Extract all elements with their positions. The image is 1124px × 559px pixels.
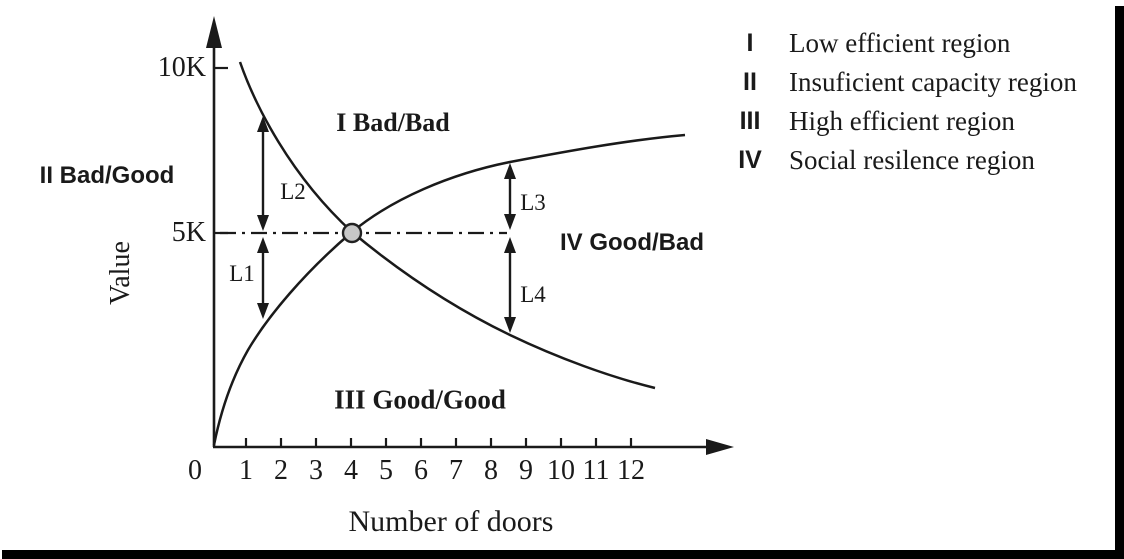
legend-numeral-IV: IV — [738, 146, 762, 174]
arrow-label-L2: L2 — [280, 179, 306, 204]
increasing-curve — [212, 133, 686, 446]
axis-ticks — [214, 66, 633, 447]
arrow-label-L1: L1 — [229, 261, 255, 286]
x-tick-1: 1 — [239, 455, 253, 486]
legend-text-IV: Social resilence region — [789, 145, 1035, 175]
x-tick-4: 4 — [344, 455, 358, 486]
region-label-II: II Bad/Good — [39, 162, 175, 189]
decreasing-curve — [238, 61, 656, 390]
legend: I Low efficient region II Insuficient ca… — [728, 24, 1077, 180]
frame-shadow-right — [1115, 6, 1124, 559]
x-tick-10: 10 — [547, 455, 575, 486]
arrow-L2 — [257, 116, 269, 231]
legend-item-IV: IV Social resilence region — [728, 141, 1077, 180]
legend-item-I: I Low efficient region — [728, 24, 1077, 63]
intersection-dot — [341, 222, 363, 244]
x-tick-5: 5 — [379, 455, 393, 486]
x-tick-3: 3 — [309, 455, 323, 486]
legend-text-III: High efficient region — [789, 106, 1015, 136]
y-axis-title: Value — [105, 241, 136, 305]
legend-numeral-II: II — [743, 68, 757, 96]
arrow-label-L3: L3 — [520, 190, 546, 215]
legend-text-I: Low efficient region — [789, 28, 1011, 58]
x-tick-12: 12 — [617, 455, 645, 486]
arrow-label-L4: L4 — [520, 282, 546, 307]
y-tick-5k: 5K — [171, 217, 206, 248]
x-axis-arrowhead-icon — [706, 439, 734, 455]
x-tick-8: 8 — [484, 455, 498, 486]
region-label-IV: IV Good/Bad — [560, 229, 704, 256]
region-label-I: I Bad/Bad — [336, 108, 450, 137]
x-tick-7: 7 — [449, 455, 463, 486]
x-tick-6: 6 — [414, 455, 428, 486]
legend-numeral-I: I — [746, 29, 754, 57]
legend-item-III: III High efficient region — [728, 102, 1077, 141]
x-tick-11: 11 — [582, 455, 610, 486]
legend-item-II: II Insuficient capacity region — [728, 63, 1077, 102]
legend-text-II: Insuficient capacity region — [789, 67, 1077, 97]
x-axis-title: Number of doors — [348, 505, 554, 538]
arrow-L3 — [504, 163, 516, 230]
legend-numeral-III: III — [739, 107, 761, 135]
x-tick-2: 2 — [274, 455, 288, 486]
arrow-L4 — [504, 237, 516, 333]
x-tick-0: 0 — [188, 455, 202, 486]
x-tick-9: 9 — [519, 455, 533, 486]
frame-shadow-bottom — [2, 550, 1124, 559]
region-label-III: III Good/Good — [334, 384, 506, 415]
arrow-L1 — [257, 237, 269, 319]
y-axis-arrowhead-icon — [206, 16, 222, 48]
y-tick-10k: 10K — [157, 52, 206, 83]
